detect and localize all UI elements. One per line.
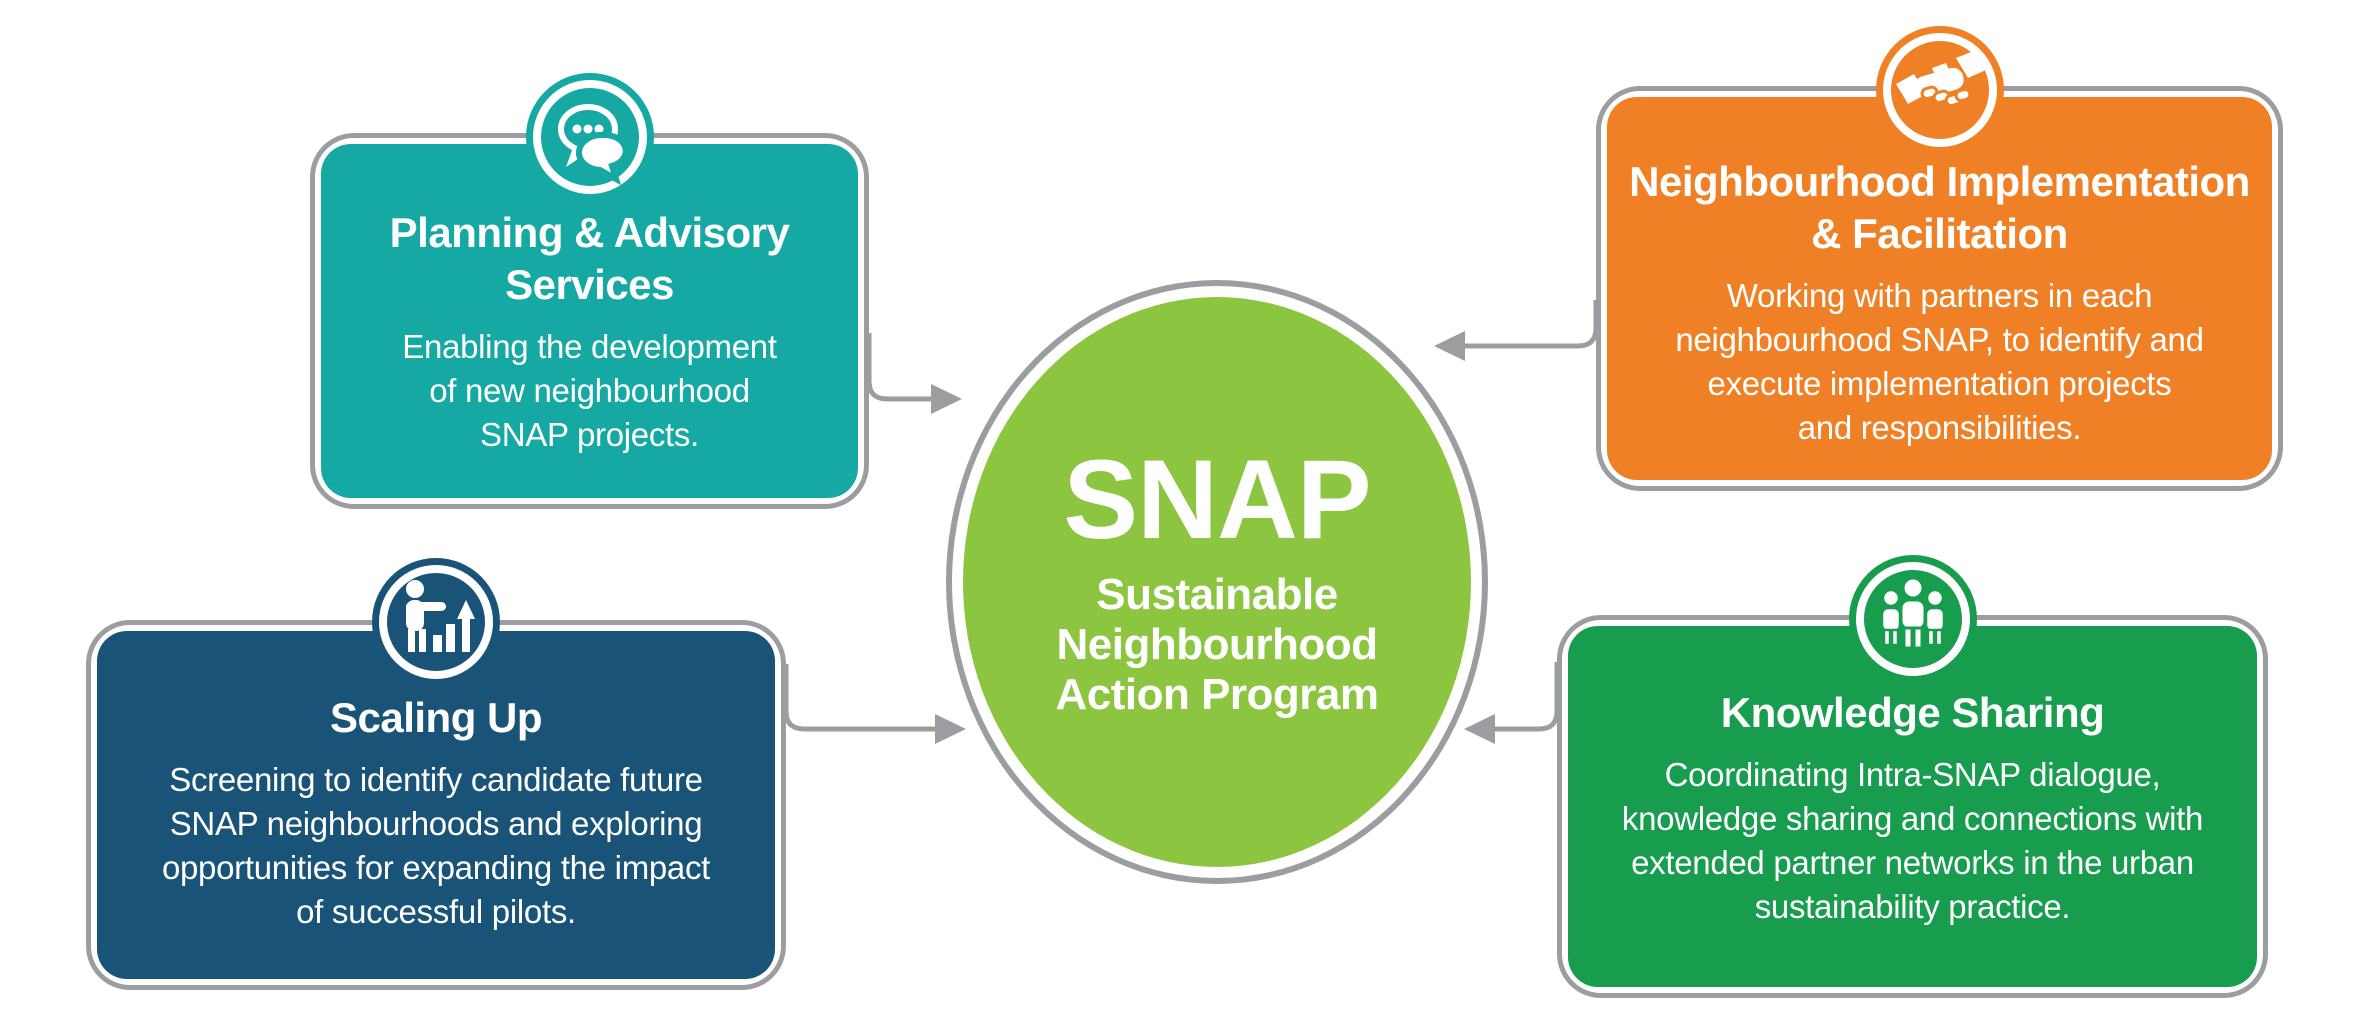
card-content: Knowledge Sharing Coordinating Intra-SNA… <box>1573 631 2252 982</box>
person-bar-chart-icon <box>372 558 500 686</box>
card-title: Knowledge Sharing <box>1720 689 2105 736</box>
center-circle: SNAP Sustainable Neighbourhood Action Pr… <box>946 280 1488 884</box>
card-description: Coordinating Intra-SNAP dialogue, knowle… <box>1621 756 2204 925</box>
card-content: Scaling Up Screening to identify candida… <box>102 636 770 974</box>
card-fill <box>1607 97 2272 480</box>
card-description: Working with partners in each neighbourh… <box>1675 277 2204 446</box>
handshake-icon <box>1876 26 2004 154</box>
card-description: Screening to identify candidate future S… <box>161 761 711 930</box>
connector-arrow-scaling-to-center <box>783 664 966 744</box>
card-content: Neighbourhood Implementation & Facilitat… <box>1612 102 2267 475</box>
card-fill <box>321 144 858 498</box>
program-acronym: SNAP <box>1063 437 1371 562</box>
card-title: Neighbourhood Implementation & Facilitat… <box>1629 158 2250 257</box>
card-fill <box>1568 626 2257 987</box>
center-circle-fill: SNAP Sustainable Neighbourhood Action Pr… <box>963 297 1471 867</box>
connector-arrow-knowledge-to-center <box>1464 662 1560 744</box>
connector-arrow-planning-to-center <box>866 333 962 414</box>
chat-bubbles-icon <box>526 73 654 201</box>
card-title: Scaling Up <box>329 694 543 741</box>
connector-arrow-implementation-to-center <box>1434 300 1599 361</box>
card-title: Planning & Advisory Services <box>389 209 790 308</box>
card-description: Enabling the development of new neighbou… <box>402 328 777 453</box>
program-name: Sustainable Neighbourhood Action Program <box>1055 570 1379 719</box>
people-group-icon <box>1849 555 1977 683</box>
card-content: Planning & Advisory Services Enabling th… <box>326 149 853 493</box>
card-fill <box>97 631 775 979</box>
